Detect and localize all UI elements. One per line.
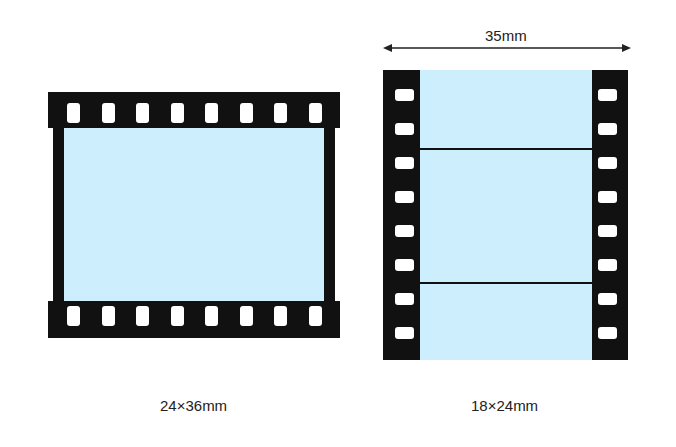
- film-part: [420, 70, 592, 360]
- film-part: [171, 103, 184, 123]
- film-part: [48, 128, 53, 301]
- film-part: [383, 44, 392, 52]
- film-part: [383, 70, 628, 360]
- film-part: [420, 282, 592, 284]
- film-part: [309, 306, 322, 326]
- film-part: [102, 103, 115, 123]
- film-part: [335, 128, 340, 301]
- format-label: 24×36mm: [160, 397, 227, 415]
- film-part: [598, 123, 617, 135]
- film-part: [205, 306, 218, 326]
- film-part: [395, 293, 414, 305]
- film-part: [598, 191, 617, 203]
- film-part: [598, 225, 617, 237]
- film-part: [136, 103, 149, 123]
- film-strip-half-frame: [383, 70, 628, 360]
- film-part: [171, 306, 184, 326]
- film-part: [67, 103, 322, 326]
- dimension-label: 35mm: [485, 27, 527, 45]
- film-part: [395, 191, 414, 203]
- film-part: [67, 103, 80, 123]
- dimension-arrow: [383, 44, 631, 52]
- film-part: [598, 89, 617, 101]
- film-part: [205, 103, 218, 123]
- film-part: [395, 89, 617, 339]
- film-part: [274, 103, 287, 123]
- film-part: [598, 259, 617, 271]
- film-part: [136, 306, 149, 326]
- film-part: [390, 47, 624, 48]
- film-part: [64, 128, 324, 301]
- film-part: [622, 44, 631, 52]
- film-part: [102, 306, 115, 326]
- film-part: [395, 259, 414, 271]
- film-part: [274, 306, 287, 326]
- format-label: 18×24mm: [471, 397, 538, 415]
- film-part: [395, 327, 414, 339]
- film-part: [48, 92, 340, 338]
- film-part: [598, 293, 617, 305]
- film-part: [395, 157, 414, 169]
- film-part: [598, 157, 617, 169]
- film-part: [395, 225, 414, 237]
- film-part: [395, 89, 414, 101]
- film-part: [395, 123, 414, 135]
- film-part: [67, 306, 80, 326]
- film-part: [309, 103, 322, 123]
- film-part: [598, 327, 617, 339]
- film-part: [240, 306, 253, 326]
- film-part: [420, 148, 592, 150]
- film-strip-full-frame: [48, 92, 340, 338]
- film-part: [240, 103, 253, 123]
